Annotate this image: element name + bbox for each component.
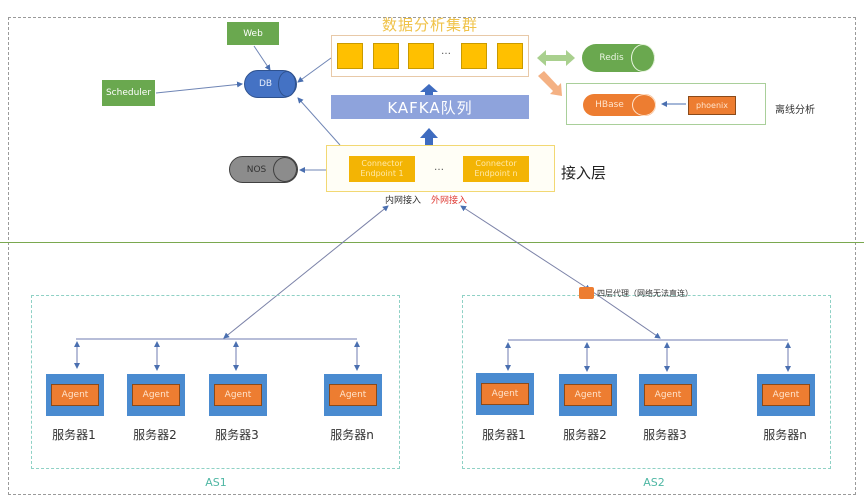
offline-analysis-label: 离线分析 <box>775 105 815 116</box>
extranet-label: 外网接入 <box>431 196 468 206</box>
agent-box: Agent <box>564 384 612 406</box>
as1-to-intranet-arrow <box>223 205 389 339</box>
connector-endpoint-1[interactable]: Connector Endpoint 1 <box>349 156 415 182</box>
hbase-cylinder-cap <box>632 94 656 116</box>
nos-cylinder-cap <box>273 157 297 182</box>
extranet-to-proxy-arrow <box>460 205 591 291</box>
redis-cylinder-cap <box>631 44 655 72</box>
server-label: 服务器n <box>330 428 374 442</box>
access-to-db-arrow <box>297 97 341 146</box>
proxy-to-as2-arrow <box>589 289 661 339</box>
cluster-node <box>337 43 363 69</box>
connector-line2: Endpoint n <box>474 169 518 178</box>
web-node[interactable]: Web <box>227 22 279 45</box>
agent-box: Agent <box>481 383 529 405</box>
redis-double-arrow <box>537 50 575 66</box>
as2-bus <box>505 339 791 372</box>
db-label: DB <box>258 79 273 89</box>
agent-box: Agent <box>51 384 99 406</box>
access-layer[interactable]: Connector Endpoint 1 … Connector Endpoin… <box>326 145 555 192</box>
as1-server-2[interactable]: Agent <box>127 374 185 416</box>
agent-box: Agent <box>214 384 262 406</box>
scheduler-label: Scheduler <box>105 88 152 98</box>
agent-box: Agent <box>329 384 377 406</box>
server-label: 服务器1 <box>482 428 526 442</box>
as1-label: AS1 <box>205 476 227 489</box>
nos-label: NOS <box>246 164 267 175</box>
server-label: 服务器n <box>763 428 807 442</box>
agent-box: Agent <box>762 384 810 406</box>
diagram-frame <box>8 17 856 495</box>
hbase-node[interactable]: HBase <box>583 94 656 116</box>
server-label: 服务器1 <box>52 428 96 442</box>
as1-server-n[interactable]: Agent <box>324 374 382 416</box>
kafka-label: KAFKA队列 <box>387 98 473 117</box>
connector-ellipsis: … <box>434 162 444 173</box>
agent-box: Agent <box>132 384 180 406</box>
access-up-arrow <box>420 128 438 145</box>
phoenix-node[interactable]: phoenix <box>688 96 736 115</box>
agent-box: Agent <box>644 384 692 406</box>
scheduler-node[interactable]: Scheduler <box>102 80 155 106</box>
offline-analysis-box: HBase phoenix <box>566 83 766 125</box>
cluster-ellipsis: … <box>441 46 451 57</box>
nos-node[interactable]: NOS <box>229 156 298 183</box>
access-layer-label: 接入层 <box>561 164 607 182</box>
cluster-to-db-arrow <box>297 57 332 83</box>
intranet-label: 内网接入 <box>385 196 422 206</box>
connector-line1: Connector <box>361 159 403 168</box>
layer4-proxy-node[interactable] <box>579 287 594 299</box>
as2-server-3[interactable]: Agent <box>639 374 697 416</box>
db-cylinder-cap <box>278 71 296 97</box>
connector-line1: Connector <box>475 159 517 168</box>
redis-node[interactable]: Redis <box>582 44 655 72</box>
as1-group <box>31 295 400 469</box>
hbase-arrow <box>538 71 562 96</box>
server-label: 服务器2 <box>133 428 177 442</box>
web-label: Web <box>243 28 263 39</box>
scheduler-to-db-arrow <box>155 81 243 94</box>
cluster-node <box>461 43 487 69</box>
phoenix-label: phoenix <box>696 101 728 110</box>
as1-server-3[interactable]: Agent <box>209 374 267 416</box>
as2-group <box>462 295 831 469</box>
web-to-db-arrow <box>253 45 271 71</box>
as1-bus <box>74 338 360 371</box>
as2-label: AS2 <box>643 476 665 489</box>
connector-line2: Endpoint 1 <box>360 169 404 178</box>
cluster-title: 数据分析集群 <box>381 16 478 34</box>
hbase-label: HBase <box>595 100 624 110</box>
server-label: 服务器2 <box>563 428 607 442</box>
analysis-cluster[interactable]: … <box>331 35 529 77</box>
kafka-queue[interactable]: KAFKA队列 <box>331 95 529 119</box>
network-divider <box>0 242 864 243</box>
as2-server-n[interactable]: Agent <box>757 374 815 416</box>
connector-endpoint-n[interactable]: Connector Endpoint n <box>463 156 529 182</box>
as2-server-2[interactable]: Agent <box>559 374 617 416</box>
db-node[interactable]: DB <box>244 70 297 98</box>
cluster-node <box>408 43 434 69</box>
server-label: 服务器3 <box>215 428 259 442</box>
cluster-node <box>373 43 399 69</box>
proxy-label: 四层代理（网络无法直连） <box>597 289 693 298</box>
as2-server-1[interactable]: Agent <box>476 373 534 415</box>
cluster-node <box>497 43 523 69</box>
as1-server-1[interactable]: Agent <box>46 374 104 416</box>
server-label: 服务器3 <box>643 428 687 442</box>
redis-label: Redis <box>599 53 624 63</box>
kafka-up-arrow <box>420 84 438 95</box>
